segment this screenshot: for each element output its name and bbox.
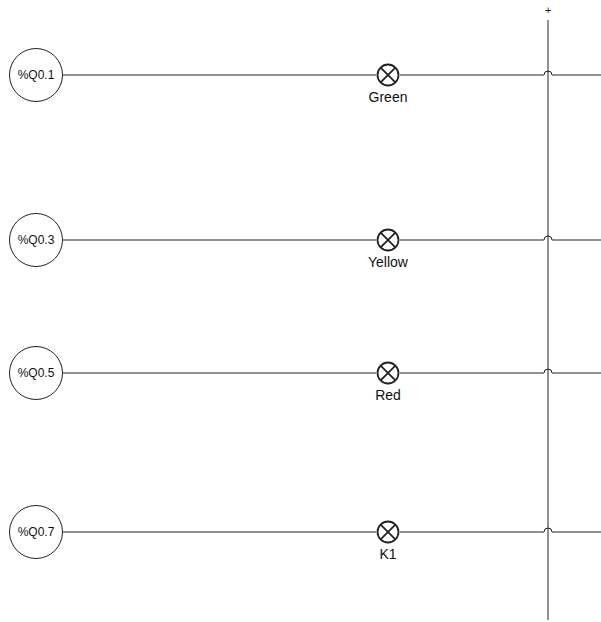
output-wire bbox=[63, 240, 376, 241]
lamp-label: Yellow bbox=[368, 254, 408, 270]
output-wire bbox=[63, 373, 376, 374]
rail-polarity: + bbox=[545, 4, 551, 16]
lamp-glyph bbox=[376, 228, 400, 252]
return-wire bbox=[400, 236, 601, 240]
output-address: %Q0.1 bbox=[18, 68, 55, 82]
lamp-symbol: Green bbox=[376, 63, 400, 87]
lamp-label: K1 bbox=[379, 546, 396, 562]
output-wire bbox=[63, 75, 376, 76]
lamp-label: Red bbox=[375, 387, 401, 403]
output-address-circle: %Q0.1 bbox=[9, 48, 63, 102]
output-address: %Q0.7 bbox=[18, 525, 55, 539]
lamp-glyph bbox=[376, 520, 400, 544]
lamp-symbol: Red bbox=[376, 361, 400, 385]
output-address-circle: %Q0.5 bbox=[9, 346, 63, 400]
output-address: %Q0.5 bbox=[18, 366, 55, 380]
output-address: %Q0.3 bbox=[18, 233, 55, 247]
lamp-glyph bbox=[376, 361, 400, 385]
lamp-label: Green bbox=[369, 89, 408, 105]
lamp-symbol: Yellow bbox=[376, 228, 400, 252]
output-address-circle: %Q0.7 bbox=[9, 505, 63, 559]
output-wire bbox=[63, 532, 376, 533]
return-wire bbox=[400, 71, 601, 75]
supply-rail bbox=[548, 20, 549, 620]
return-wire bbox=[400, 528, 601, 532]
output-address-circle: %Q0.3 bbox=[9, 213, 63, 267]
lamp-symbol: K1 bbox=[376, 520, 400, 544]
lamp-glyph bbox=[376, 63, 400, 87]
return-wire bbox=[400, 369, 601, 373]
